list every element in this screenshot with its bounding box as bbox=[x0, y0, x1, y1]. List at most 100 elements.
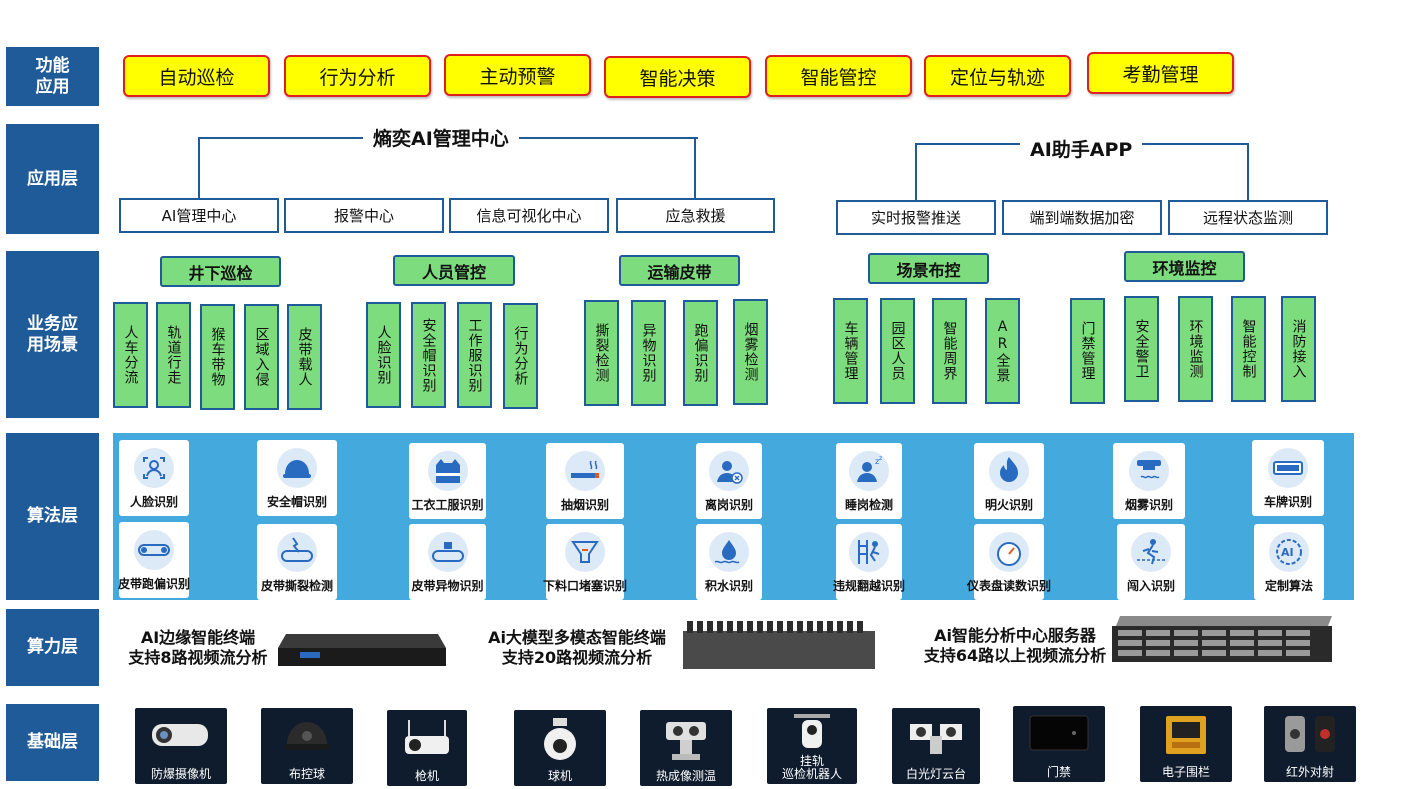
ai-management-center-title: 熵奕AI管理中心 bbox=[363, 124, 519, 151]
scene-category: 运输皮带 bbox=[619, 255, 740, 286]
function-pill: 自动巡检 bbox=[123, 55, 270, 97]
device-tile: 红外对射 bbox=[1264, 706, 1356, 782]
thermal-camera-icon bbox=[666, 722, 706, 760]
function-pill: 主动预警 bbox=[444, 54, 591, 96]
analysis-server-device-icon bbox=[1112, 616, 1332, 662]
compute-capacity: 支持20路视频流分析 bbox=[501, 648, 653, 667]
belt-deviation-icon bbox=[134, 530, 174, 570]
face-scan-icon bbox=[134, 448, 174, 488]
bullet-camera-icon bbox=[405, 720, 449, 754]
algorithm-name: 明火识别 bbox=[984, 498, 1033, 512]
scene-item: 区域入侵 bbox=[244, 304, 279, 410]
algorithm-tile: 仪表盘读数识别 bbox=[967, 524, 1051, 600]
layer-label-application: 应用层 bbox=[6, 124, 99, 234]
dome-ball-icon bbox=[285, 722, 329, 750]
function-pill: 行为分析 bbox=[284, 55, 431, 97]
device-name: 球机 bbox=[547, 769, 572, 783]
edge-terminal-device-icon bbox=[278, 634, 446, 666]
algorithm-name: 皮带跑偏识别 bbox=[118, 577, 191, 591]
device-name: 挂轨 巡检机器人 bbox=[781, 754, 842, 781]
scene-item: 行为分析 bbox=[503, 303, 538, 409]
algorithm-name: 下料口堵塞识别 bbox=[543, 579, 628, 593]
scene-item: 智能控制 bbox=[1231, 296, 1266, 402]
algorithm-name: 离岗识别 bbox=[704, 498, 753, 512]
scene-item: 园区人员 bbox=[880, 298, 915, 404]
connector-line bbox=[198, 137, 200, 199]
app-box: 应急救援 bbox=[616, 198, 775, 233]
compute-title: Ai智能分析中心服务器 bbox=[934, 626, 1096, 645]
helmet-icon bbox=[277, 448, 317, 488]
algorithm-tile: 工衣工服识别 bbox=[409, 443, 486, 519]
electronic-fence-icon bbox=[1166, 716, 1206, 754]
algorithm-name: 人脸识别 bbox=[129, 495, 178, 509]
climb-icon bbox=[849, 532, 889, 572]
device-tile: 球机 bbox=[514, 710, 606, 786]
explosion-proof-camera-icon bbox=[152, 724, 208, 746]
svg-text:z: z bbox=[875, 457, 879, 466]
algorithm-tile: 皮带跑偏识别 bbox=[118, 522, 191, 598]
device-name: 布控球 bbox=[288, 767, 325, 781]
algorithm-tile: 烟雾识别 bbox=[1113, 443, 1185, 519]
function-pill: 考勤管理 bbox=[1087, 52, 1234, 94]
algorithm-name: 烟雾识别 bbox=[1124, 498, 1173, 512]
app-box: 报警中心 bbox=[284, 198, 444, 233]
compute-title: AI边缘智能终端 bbox=[140, 628, 256, 647]
app-box: 端到端数据加密 bbox=[1002, 200, 1162, 235]
multimodal-terminal-device-icon bbox=[683, 621, 875, 669]
ai-custom-icon: AI bbox=[1269, 532, 1309, 572]
scene-item: 皮带载人 bbox=[287, 304, 322, 410]
compute-capacity: 支持64路以上视频流分析 bbox=[923, 646, 1107, 665]
algorithm-tile: 皮带异物识别 bbox=[409, 524, 486, 600]
license-plate-icon bbox=[1268, 448, 1308, 488]
svg-text:z: z bbox=[879, 455, 882, 462]
algorithm-name: 定制算法 bbox=[1264, 579, 1313, 593]
connector-line bbox=[1247, 143, 1249, 201]
layer-label-function: 功能 应用 bbox=[6, 47, 99, 106]
belt-foreign-icon bbox=[427, 532, 468, 572]
scene-item: 猴车带物 bbox=[200, 304, 235, 410]
scene-item: 智能周界 bbox=[932, 298, 967, 404]
person-leave-icon bbox=[709, 451, 749, 491]
algorithm-tile: 人脸识别 bbox=[119, 440, 189, 516]
vest-icon bbox=[427, 451, 468, 491]
device-tile: 白光灯云台 bbox=[892, 708, 980, 784]
light-ptz-icon bbox=[910, 724, 962, 754]
algorithm-name: 皮带异物识别 bbox=[411, 579, 484, 593]
smoke-detector-icon bbox=[1129, 451, 1169, 491]
scene-category: 环境监控 bbox=[1124, 251, 1245, 282]
layer-label-base: 基础层 bbox=[6, 704, 99, 781]
device-name: 电子围栏 bbox=[1161, 765, 1210, 779]
ptz-camera-icon bbox=[544, 718, 576, 760]
scene-item: 烟雾检测 bbox=[733, 299, 768, 405]
algorithm-name: 睡岗检测 bbox=[844, 498, 893, 512]
scene-item: 安全警卫 bbox=[1124, 296, 1159, 402]
connector-line bbox=[694, 137, 696, 199]
function-pill: 智能决策 bbox=[604, 56, 751, 98]
function-pill: 定位与轨迹 bbox=[924, 55, 1071, 97]
water-icon bbox=[709, 532, 749, 572]
scene-item: 异物识别 bbox=[631, 300, 666, 406]
scene-item: AR全景 bbox=[985, 298, 1020, 404]
device-tile: 热成像测温 bbox=[640, 710, 732, 786]
algorithm-tile: 安全帽识别 bbox=[257, 440, 337, 516]
layer-label-algorithm: 算法层 bbox=[6, 433, 99, 600]
algorithm-name: 车牌识别 bbox=[1263, 495, 1312, 509]
device-tile: 防爆摄像机 bbox=[135, 708, 227, 784]
algorithm-tile: 离岗识别 bbox=[696, 443, 762, 519]
infrared-beam-icon bbox=[1285, 716, 1335, 752]
algorithm-name: 皮带撕裂检测 bbox=[260, 579, 333, 593]
algorithm-name: 仪表盘读数识别 bbox=[967, 579, 1052, 593]
scene-item: 撕裂检测 bbox=[584, 300, 619, 406]
scene-item: 消防接入 bbox=[1281, 296, 1316, 402]
device-tile: 布控球 bbox=[261, 708, 353, 784]
cigarette-icon bbox=[565, 451, 605, 491]
scene-item: 工作服识别 bbox=[457, 302, 492, 408]
layer-label-compute: 算力层 bbox=[6, 609, 99, 686]
algorithm-tile: 下料口堵塞识别 bbox=[543, 524, 628, 600]
device-tile: 电子围栏 bbox=[1140, 706, 1232, 782]
scene-item: 安全帽识别 bbox=[411, 302, 446, 408]
scene-item: 车辆管理 bbox=[833, 298, 868, 404]
algorithm-tile: 车牌识别 bbox=[1252, 440, 1324, 516]
